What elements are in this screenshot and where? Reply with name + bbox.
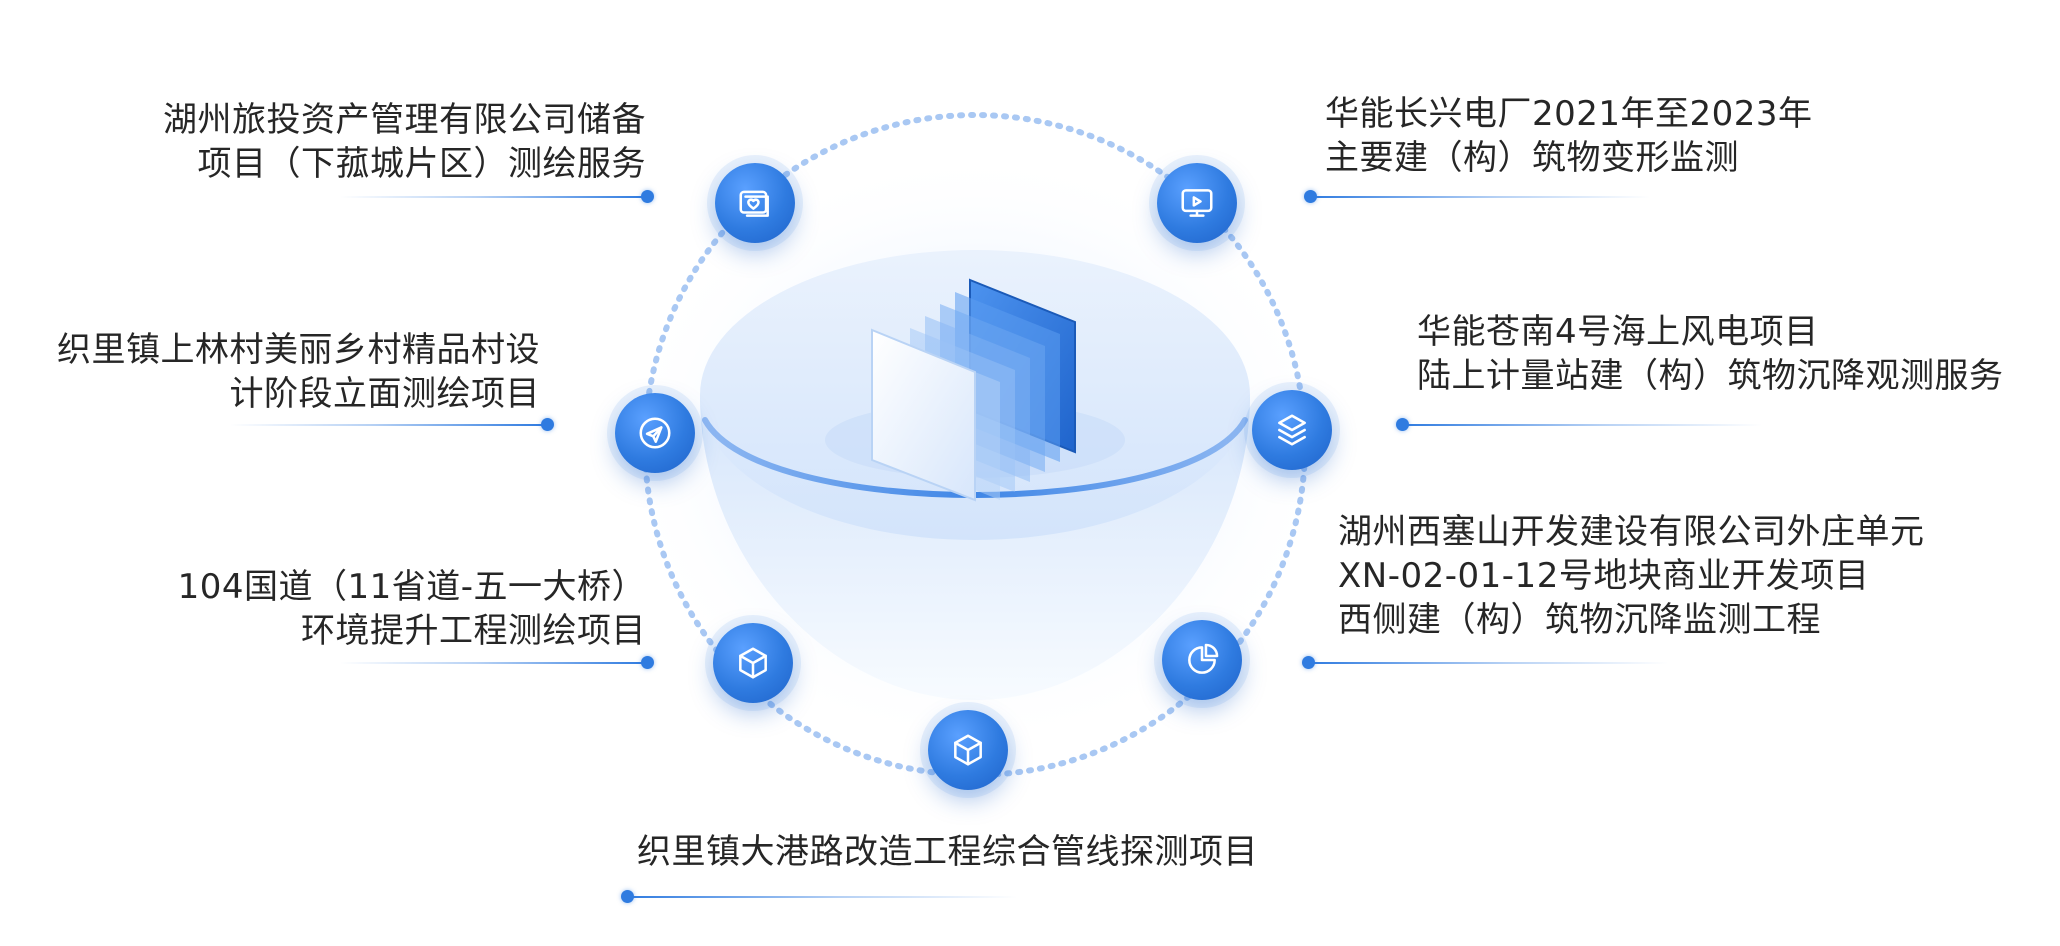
leader-line: [230, 424, 545, 426]
label-line: 项目（下菰城片区）测绘服务: [197, 144, 646, 184]
paper-plane-icon: [615, 393, 695, 473]
leader-line: [340, 662, 645, 664]
label-line: 织里镇大港路改造工程综合管线探测项目: [637, 832, 1258, 872]
label-line: 湖州西塞山开发建设有限公司外庄单元: [1338, 512, 1925, 552]
label-line: 华能长兴电厂2021年至2023年: [1325, 94, 1813, 134]
label-line: 华能苍南4号海上风电项目: [1417, 312, 1819, 352]
label-line: 104国道（11省道-五一大桥）: [177, 567, 646, 607]
label-line: 织里镇上林村美丽乡村精品村设: [57, 330, 540, 370]
cube-icon: [713, 623, 793, 703]
monitor-play-icon: [1157, 163, 1237, 243]
leader-line: [1402, 424, 1762, 426]
leader-dot: [641, 656, 654, 669]
label-line: 陆上计量站建（构）筑物沉降观测服务: [1417, 356, 2004, 396]
leader-line: [340, 196, 645, 198]
leader-dot: [641, 190, 654, 203]
leader-line: [1310, 196, 1650, 198]
label-line: 环境提升工程测绘项目: [301, 611, 646, 651]
box-icon: [928, 710, 1008, 790]
leader-line: [627, 896, 1017, 898]
label-line: 西侧建（构）筑物沉降监测工程: [1338, 600, 1821, 640]
label-line: 计阶段立面测绘项目: [229, 374, 540, 414]
project-label-low-right: 湖州西塞山开发建设有限公司外庄单元 XN-02-01-12号地块商业开发项目 西…: [1338, 510, 1925, 642]
picture-heart-icon: [715, 163, 795, 243]
pie-chart-icon: [1162, 620, 1242, 700]
project-label-mid-left: 织里镇上林村美丽乡村精品村设 计阶段立面测绘项目: [57, 328, 540, 416]
project-label-mid-right: 华能苍南4号海上风电项目 陆上计量站建（构）筑物沉降观测服务: [1417, 310, 2004, 398]
project-label-top-right: 华能长兴电厂2021年至2023年 主要建（构）筑物变形监测: [1325, 92, 1813, 180]
project-label-low-left: 104国道（11省道-五一大桥） 环境提升工程测绘项目: [178, 565, 646, 653]
leader-line: [1308, 662, 1668, 664]
label-line: 湖州旅投资产管理有限公司储备: [163, 100, 646, 140]
leader-dot: [541, 418, 554, 431]
layers-icon: [1252, 390, 1332, 470]
project-label-top-left: 湖州旅投资产管理有限公司储备 项目（下菰城片区）测绘服务: [163, 98, 646, 186]
project-label-bottom: 织里镇大港路改造工程综合管线探测项目: [637, 830, 1258, 874]
label-line: XN-02-01-12号地块商业开发项目: [1338, 556, 1870, 596]
label-line: 主要建（构）筑物变形监测: [1325, 138, 1739, 178]
